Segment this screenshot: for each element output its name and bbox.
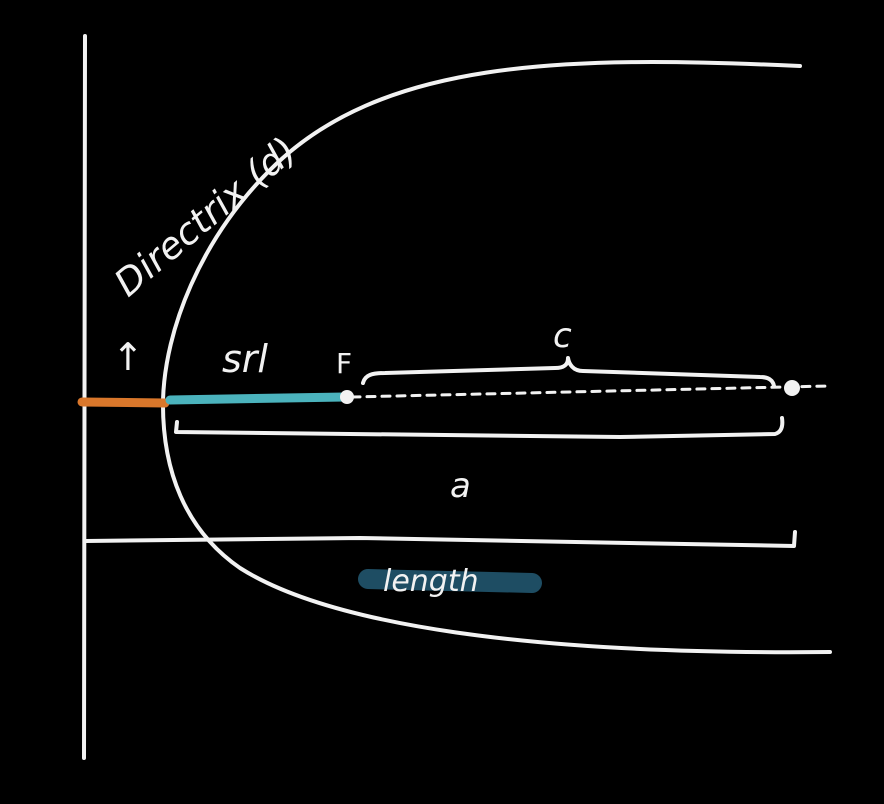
length-label: length [383,564,479,599]
length-highlight [358,569,542,593]
length-bracket [84,530,797,548]
directrix-line [82,34,87,760]
arrow-label: ↑ [112,335,144,379]
c-brace [361,356,776,388]
srl-label: srl [222,337,268,381]
dashed-axis [350,384,830,399]
center-point [784,380,800,396]
a-bracket [174,416,785,439]
c-label: c [553,316,572,356]
focus-point [340,390,354,404]
teal-segment [165,392,350,405]
orange-segment [77,397,170,408]
directrix-label: Directrix (d) [106,129,305,305]
focus-label: F [336,347,352,380]
a-label: a [450,466,471,506]
